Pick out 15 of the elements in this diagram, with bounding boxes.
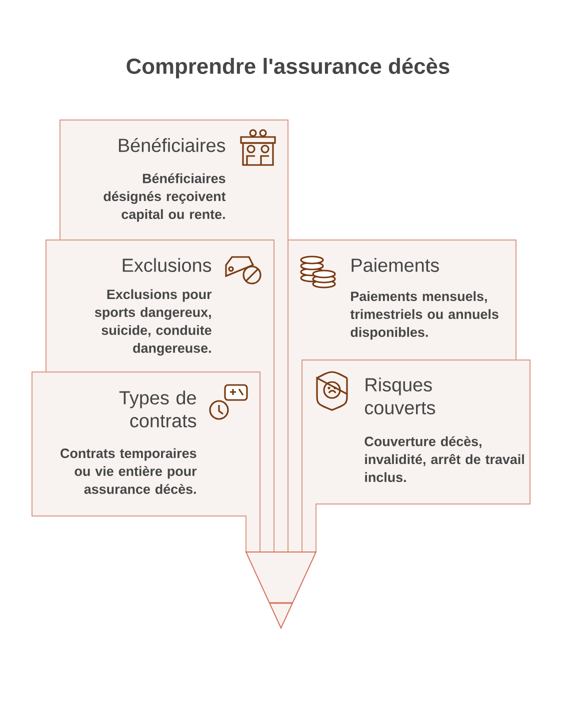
title: Comprendre l'assurance décès [126,58,450,78]
description: Bénéficiaires désignés reçoivent capital ou rente. [104,173,226,222]
card [60,120,288,552]
description: Couverture décès, invalidité, arrêt de travail inclus. [364,436,524,482]
description: Contrats temporaires ou vie entière pour assurance décès. [60,448,197,494]
description: Paiements mensuels, trimestriels ou annuels disponibles. [350,291,498,340]
card [32,372,260,552]
card [46,240,274,552]
card [302,360,530,552]
heading: Bénéficiaires [118,138,226,152]
heading: Paiements [352,258,439,272]
description: Exclusions pour sports dangereux, suicide, conduite dangereuse. [94,289,212,356]
heading: Risques couverts [365,378,436,414]
heading: Exclusions [122,258,212,272]
heading: Types de contrats [119,390,196,428]
